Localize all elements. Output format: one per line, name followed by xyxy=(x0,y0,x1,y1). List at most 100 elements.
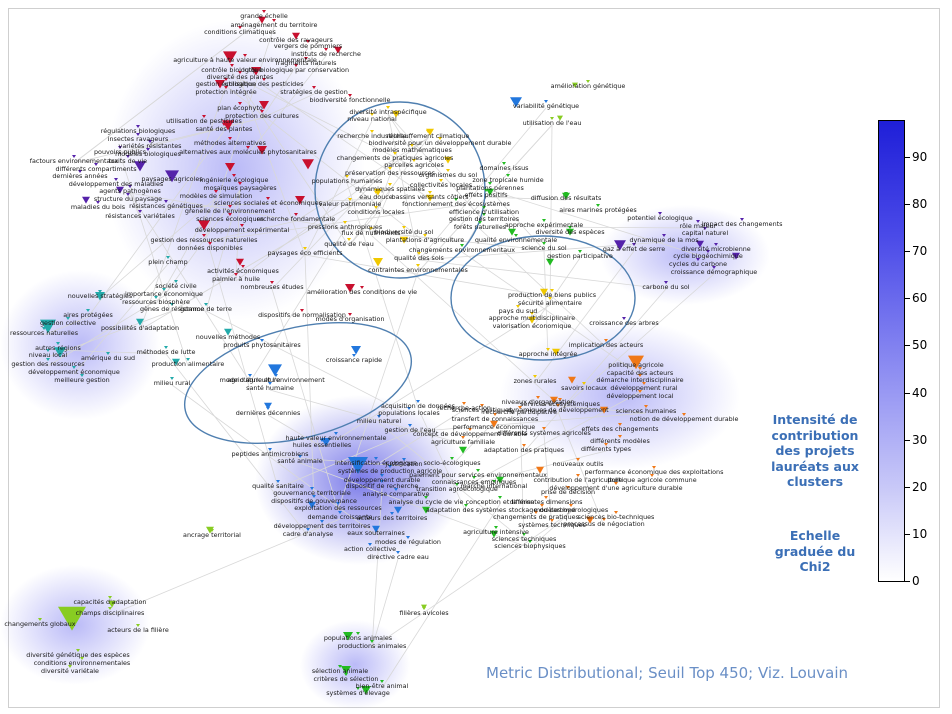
node-marker xyxy=(80,374,84,377)
node-label: changements de pratiques xyxy=(493,513,580,521)
node-marker xyxy=(294,64,298,67)
node-marker xyxy=(38,618,42,621)
node-triangle xyxy=(696,240,704,248)
node-marker xyxy=(638,390,642,393)
node-marker xyxy=(550,117,554,120)
node-label: développement économique xyxy=(28,368,120,376)
node-label: production de biens publics xyxy=(508,291,597,299)
node-label: protection intégrée xyxy=(195,88,256,96)
graph-edge xyxy=(371,511,572,649)
node-marker xyxy=(352,354,356,357)
node-triangle xyxy=(628,355,644,370)
node-marker xyxy=(408,424,412,427)
node-marker xyxy=(238,102,242,105)
graph-edge xyxy=(523,288,667,453)
node-marker xyxy=(228,205,232,208)
node-marker xyxy=(94,163,98,166)
node-marker xyxy=(407,407,411,410)
colorbar-tick-label: 50 xyxy=(912,338,928,353)
node-marker xyxy=(138,210,142,213)
colorbar-tick-mark xyxy=(905,157,910,158)
node-marker xyxy=(204,303,208,306)
node-label: eaux souterraines xyxy=(347,529,405,537)
node-label: gaz à effet de serre xyxy=(603,245,665,253)
node-marker xyxy=(550,289,554,292)
node-marker xyxy=(338,511,342,514)
node-label: niveau national xyxy=(347,115,397,123)
node-marker xyxy=(534,511,538,514)
node-marker xyxy=(518,406,522,409)
node-triangle xyxy=(134,161,146,172)
node-marker xyxy=(544,100,548,103)
node-label: biodiversité fonctionnelle xyxy=(310,96,391,104)
node-label: utilisation des pesticides xyxy=(225,80,305,88)
graph-edge xyxy=(47,295,165,367)
graph-edge xyxy=(269,389,464,445)
node-marker xyxy=(42,327,46,330)
colorbar-tick-mark xyxy=(905,251,910,253)
node-label: flux de nutriments xyxy=(342,229,402,237)
node-label: gestion participative xyxy=(547,252,613,260)
node-label: palmier à huile xyxy=(212,275,260,283)
node-marker xyxy=(416,264,420,267)
node-label: rôle majeur xyxy=(680,222,717,230)
node-label: capacités d'adaptation xyxy=(74,598,147,606)
node-marker xyxy=(126,155,130,158)
graph-edge xyxy=(387,113,420,261)
node-marker xyxy=(128,185,132,188)
node-marker xyxy=(324,48,328,51)
node-label: huiles essentielles xyxy=(293,441,352,449)
node-label: potentiel écologique xyxy=(627,214,692,222)
node-marker xyxy=(578,250,582,253)
node-marker xyxy=(454,198,458,201)
node-marker xyxy=(462,402,466,405)
graph-edge xyxy=(549,124,553,306)
node-marker xyxy=(522,444,526,447)
node-label: plan écophyto xyxy=(217,104,263,112)
node-marker xyxy=(472,476,476,479)
node-label: gouvernance territoriale xyxy=(273,489,351,497)
graph-edge xyxy=(479,228,607,348)
node-marker xyxy=(530,320,534,323)
node-marker xyxy=(268,382,272,385)
node-triangle xyxy=(348,457,368,474)
node-marker xyxy=(492,421,496,424)
node-label: systèmes techniques xyxy=(518,521,586,529)
node-marker xyxy=(498,496,502,499)
graph-edge xyxy=(335,304,551,441)
node-label: croissance démographique xyxy=(671,268,758,276)
node-marker xyxy=(618,423,622,426)
figure-caption: Metric Distributional; Seuil Top 450; Vi… xyxy=(486,664,849,682)
node-label: diversité des plantes xyxy=(207,73,274,81)
node-label: stockage du carbone xyxy=(509,506,576,514)
node-label: transition agroécologique xyxy=(416,485,498,493)
node-marker xyxy=(402,458,406,461)
node-marker xyxy=(576,474,580,477)
node-label: sélection animale xyxy=(312,667,368,675)
graph-edge xyxy=(348,213,377,247)
node-marker xyxy=(377,415,381,418)
node-label: processus de négociation xyxy=(563,520,644,528)
node-label: paysages agricoles xyxy=(141,175,203,183)
graph-edge xyxy=(231,71,350,247)
node-marker xyxy=(455,483,459,486)
node-marker xyxy=(582,382,586,385)
node-label: sciences politiques xyxy=(452,406,513,414)
graph-edge xyxy=(371,487,383,649)
node-marker xyxy=(162,288,166,291)
node-label: plantations pérennes xyxy=(456,184,524,192)
node-marker xyxy=(202,115,206,118)
node-label: qualité de l'eau xyxy=(324,240,374,248)
node-marker xyxy=(78,170,82,173)
node-marker xyxy=(638,374,642,377)
node-marker xyxy=(170,173,174,176)
node-marker xyxy=(238,182,242,185)
node-label: pressions anthropiques xyxy=(308,223,383,231)
node-triangle xyxy=(334,46,342,54)
node-marker xyxy=(488,182,492,185)
legend-title-line: contribution xyxy=(771,427,859,443)
node-marker xyxy=(664,281,668,284)
node-marker xyxy=(56,342,60,345)
node-label: capital naturel xyxy=(682,229,728,237)
